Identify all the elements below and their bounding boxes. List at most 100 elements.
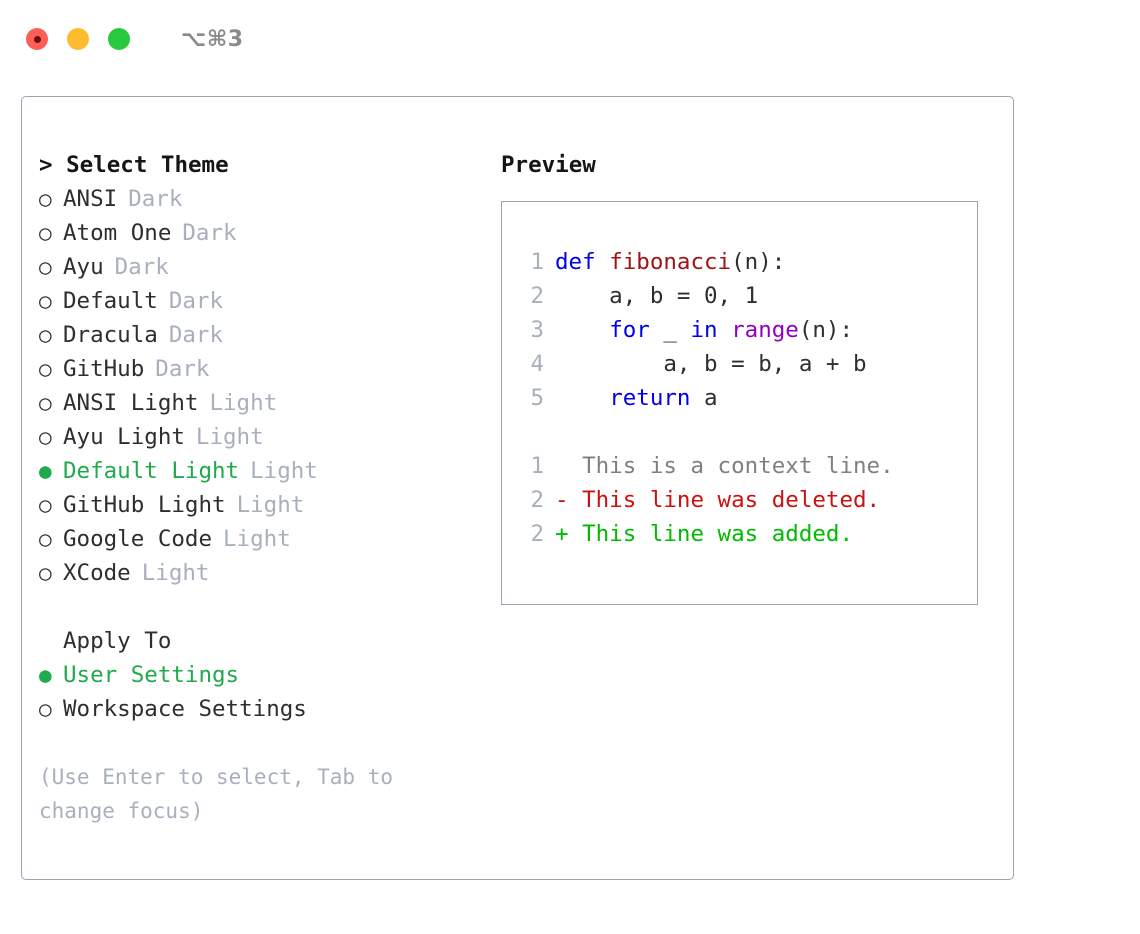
theme-option-github-light[interactable]: ○ GitHub Light Light <box>39 488 489 522</box>
radio-icon[interactable]: ○ <box>39 527 52 551</box>
theme-option-ayu-dark[interactable]: ○ Ayu Dark <box>39 250 489 284</box>
radio-icon[interactable]: ○ <box>39 561 52 585</box>
token-plain: a <box>690 385 718 411</box>
line-number: 4 <box>530 351 544 377</box>
theme-option-label: Dracula <box>63 322 158 348</box>
window-controls <box>26 28 130 50</box>
close-icon <box>33 35 41 43</box>
theme-list-column: > Select Theme ○ ANSI Dark ○ Atom One Da… <box>39 148 489 828</box>
theme-option-label: ANSI <box>63 186 118 212</box>
radio-icon[interactable]: ○ <box>39 323 52 347</box>
token-plain <box>718 317 732 343</box>
theme-option-label: Google Code <box>63 526 213 552</box>
theme-option-github-dark[interactable]: ○ GitHub Dark <box>39 352 489 386</box>
line-number: 5 <box>530 385 544 411</box>
theme-option-ayu-light[interactable]: ○ Ayu Light Light <box>39 420 489 454</box>
preview-column: Preview 1 def fibonacci(n): 2 a, b = 0, … <box>501 148 1001 605</box>
theme-option-label: ANSI Light <box>63 390 199 416</box>
list-spacer <box>39 590 489 624</box>
line-number: 3 <box>530 317 544 343</box>
code-line: 3 for _ in range(n): <box>518 313 969 347</box>
theme-option-label: Default <box>63 288 158 314</box>
token-plain: a, b = b, a + b <box>555 351 867 377</box>
theme-option-google-code[interactable]: ○ Google Code Light <box>39 522 489 556</box>
radio-icon[interactable]: ○ <box>39 425 52 449</box>
apply-to-option-workspace-settings[interactable]: ○ Workspace Settings <box>39 692 489 726</box>
radio-icon[interactable]: ○ <box>39 357 52 381</box>
preview-box: 1 def fibonacci(n): 2 a, b = 0, 1 3 for … <box>501 201 978 605</box>
radio-icon-selected[interactable]: ● <box>39 663 52 687</box>
theme-option-default-dark[interactable]: ○ Default Dark <box>39 284 489 318</box>
radio-icon[interactable]: ○ <box>39 391 52 415</box>
radio-icon[interactable]: ○ <box>39 289 52 313</box>
diff-content: + This line was added. <box>555 521 854 547</box>
theme-option-label: Default Light <box>63 458 240 484</box>
token-plain: _ <box>649 317 691 343</box>
theme-option-dracula-dark[interactable]: ○ Dracula Dark <box>39 318 489 352</box>
preview-code-area: 1 def fibonacci(n): 2 a, b = 0, 1 3 for … <box>518 245 969 551</box>
theme-option-tag: Dark <box>182 220 237 246</box>
preview-header: Preview <box>501 152 596 178</box>
theme-option-tag: Dark <box>128 186 183 212</box>
apply-to-option-label: User Settings <box>63 662 240 688</box>
apply-to-header: Apply To <box>63 628 172 654</box>
theme-option-label: Ayu Light <box>63 424 185 450</box>
theme-option-tag: Light <box>195 424 264 450</box>
line-number: 1 <box>530 249 544 275</box>
theme-option-xcode[interactable]: ○ XCode Light <box>39 556 489 590</box>
theme-option-tag: Light <box>223 526 291 552</box>
token-keyword: def <box>555 249 610 275</box>
radio-icon-selected[interactable]: ● <box>39 459 52 483</box>
theme-option-ansi-dark[interactable]: ○ ANSI Dark <box>39 182 489 216</box>
token-plain: (n): <box>798 317 854 343</box>
theme-option-tag: Light <box>209 390 278 416</box>
theme-option-tag: Light <box>250 458 318 484</box>
radio-icon[interactable]: ○ <box>39 255 52 279</box>
token-plain <box>555 385 609 411</box>
token-plain: a, b = 0, 1 <box>555 283 759 309</box>
code-line: 1 def fibonacci(n): <box>518 245 969 279</box>
theme-option-label: XCode <box>63 560 131 586</box>
code-line: 4 a, b = b, a + b <box>518 347 969 381</box>
theme-option-tag: Dark <box>114 254 169 280</box>
apply-to-option-list: ● User Settings ○ Workspace Settings <box>39 658 489 726</box>
apply-to-option-label: Workspace Settings <box>63 696 307 722</box>
keyboard-hint-text: (Use Enter to select, Tab to change focu… <box>39 765 406 823</box>
code-content: a, b = 0, 1 <box>555 279 758 313</box>
theme-option-tag: Dark <box>155 356 210 382</box>
token-plain: (n): <box>731 249 786 275</box>
code-content: for _ in range(n): <box>555 313 853 347</box>
theme-option-label: Ayu <box>63 254 104 280</box>
diff-content: - This line was deleted. <box>555 487 881 513</box>
close-button[interactable] <box>26 28 48 50</box>
radio-icon[interactable]: ○ <box>39 221 52 245</box>
token-plain <box>555 317 609 343</box>
theme-option-tag: Light <box>141 560 210 586</box>
theme-option-tag: Dark <box>168 288 224 314</box>
token-keyword: return <box>609 385 691 411</box>
maximize-button[interactable] <box>108 28 130 50</box>
radio-icon[interactable]: ○ <box>39 187 52 211</box>
diff-line-added: 2 + This line was added. <box>518 517 969 551</box>
theme-option-tag: Dark <box>168 322 224 348</box>
code-line: 2 a, b = 0, 1 <box>518 279 969 313</box>
theme-option-tag: Light <box>236 492 305 518</box>
code-content: return a <box>555 381 718 415</box>
apply-to-option-user-settings[interactable]: ● User Settings <box>39 658 489 692</box>
radio-icon[interactable]: ○ <box>39 697 52 721</box>
line-number: 2 <box>530 487 544 513</box>
code-content: a, b = b, a + b <box>555 347 867 381</box>
select-theme-header: > Select Theme <box>39 152 229 178</box>
theme-option-default-light[interactable]: ● Default Light Light <box>39 454 489 488</box>
code-content: def fibonacci(n): <box>555 245 785 279</box>
code-blank-line <box>518 415 969 449</box>
line-number: 2 <box>530 521 544 547</box>
theme-option-atom-one-dark[interactable]: ○ Atom One Dark <box>39 216 489 250</box>
token-builtin: range <box>731 317 799 343</box>
minimize-button[interactable] <box>67 28 89 50</box>
theme-option-label: GitHub Light <box>63 492 226 518</box>
theme-option-ansi-light[interactable]: ○ ANSI Light Light <box>39 386 489 420</box>
radio-icon[interactable]: ○ <box>39 493 52 517</box>
token-keyword: for <box>609 317 650 343</box>
